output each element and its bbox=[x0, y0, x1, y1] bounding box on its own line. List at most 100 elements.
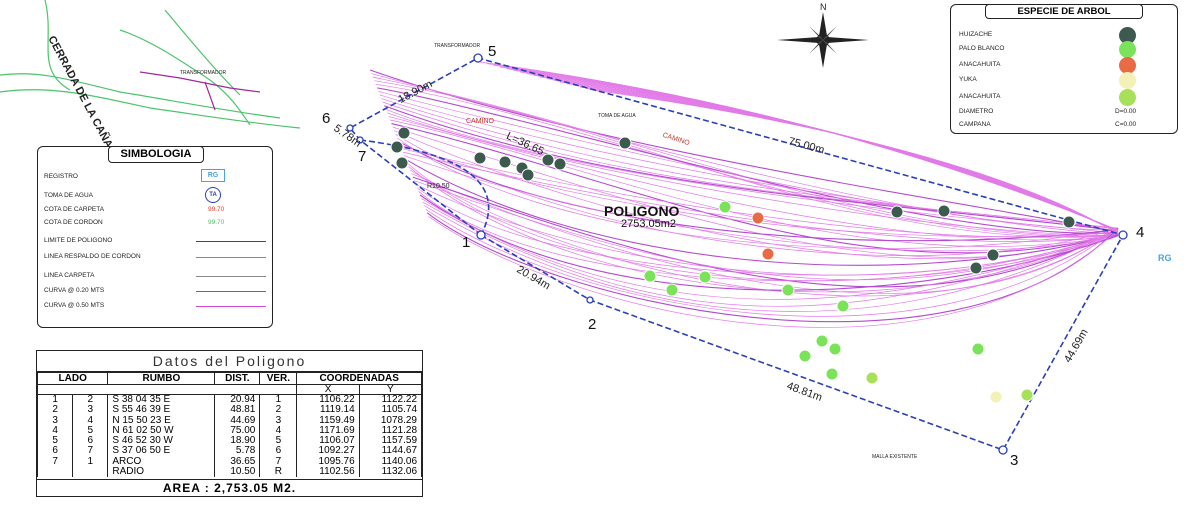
contour-line bbox=[416, 187, 1119, 276]
vertex-4: 4 bbox=[1136, 224, 1145, 241]
tree-marker-icon bbox=[521, 168, 535, 182]
vertex-markers bbox=[346, 53, 1128, 455]
tree-marker-icon bbox=[825, 367, 839, 381]
contour-lines bbox=[369, 61, 1119, 328]
contour-line bbox=[418, 191, 1119, 282]
contour-line bbox=[389, 119, 1119, 247]
tree-marker-icon bbox=[798, 349, 812, 363]
table-cell: 1121.28 bbox=[358, 425, 423, 437]
tree-marker-icon bbox=[718, 200, 732, 214]
transformer-area bbox=[139, 71, 261, 111]
contour-line bbox=[369, 69, 1119, 233]
tree-markers bbox=[390, 126, 1076, 404]
header-ver: VER. bbox=[259, 372, 298, 385]
vertex-3: 3 bbox=[1010, 452, 1019, 469]
subheader-spacer bbox=[36, 384, 298, 395]
subheader-y: Y bbox=[358, 384, 423, 395]
contour-line bbox=[422, 201, 1119, 307]
legend-label-curva-050: CURVA @ 0.50 MTS bbox=[44, 302, 105, 309]
tree-marker-icon bbox=[541, 153, 555, 167]
campana-value: C=0.00 bbox=[1115, 121, 1137, 128]
road-lines bbox=[0, 0, 301, 129]
tree-marker-icon bbox=[397, 126, 411, 140]
rg-marker-label: RG bbox=[1158, 253, 1172, 263]
tree-marker-icon bbox=[1062, 215, 1076, 229]
tree-marker-icon bbox=[618, 136, 632, 150]
anacahuita-orange-tree-icon bbox=[1119, 57, 1136, 74]
table-cell: 3 bbox=[72, 404, 109, 416]
fence-label: MALLA EXISTENTE bbox=[872, 454, 918, 460]
tree-marker-icon bbox=[473, 151, 487, 165]
vertex-1: 1 bbox=[462, 234, 471, 251]
table-cell: R bbox=[259, 466, 298, 478]
table-cell: 1122.22 bbox=[358, 394, 423, 406]
contour-line bbox=[375, 83, 1119, 237]
subheader-x: X bbox=[296, 384, 360, 395]
tree-marker-icon bbox=[815, 334, 829, 348]
tree-marker-icon bbox=[1020, 388, 1034, 402]
tree-marker-icon bbox=[761, 247, 775, 261]
table-cell: 1078.29 bbox=[358, 415, 423, 426]
header-dist: DIST. bbox=[214, 372, 261, 385]
table-cell: 1 bbox=[72, 456, 109, 468]
legend-limite-line bbox=[196, 241, 266, 242]
legend-label-cota-cordon: COTA DE CORDON bbox=[44, 219, 103, 226]
tree-marker-icon bbox=[751, 211, 765, 225]
legend-cota-cordon-value: 99.70 bbox=[208, 219, 225, 226]
tree-marker-icon bbox=[390, 140, 404, 154]
tree-marker-icon bbox=[971, 342, 985, 356]
contour-line bbox=[408, 166, 1119, 293]
species-label-yuka: YUKA bbox=[959, 76, 977, 83]
contour-line bbox=[404, 155, 1119, 252]
anacahuita-green-tree-icon bbox=[1119, 89, 1136, 106]
table-cell bbox=[36, 467, 74, 478]
transformer-label: TRANSFORMADOR bbox=[434, 43, 481, 49]
table-cell: 10.50 bbox=[214, 466, 261, 478]
contour-line bbox=[387, 112, 1119, 236]
legend-registro-symbol: RG bbox=[201, 169, 225, 182]
legend-label-respaldo: LINEA RESPALDO DE CORDON bbox=[44, 253, 141, 260]
svg-text:N: N bbox=[820, 2, 827, 12]
polygon-data-table: Datos del Poligono LADO RUMBO DIST. VER.… bbox=[36, 350, 423, 497]
table-cell: 4 bbox=[72, 415, 109, 426]
table-cell: 1105.74 bbox=[358, 404, 423, 416]
compass-rose-icon: N bbox=[777, 2, 869, 68]
polygon-data-title: Datos del Poligono bbox=[37, 351, 422, 372]
vertex-2: 2 bbox=[588, 316, 597, 333]
poligono-title: POLIGONO bbox=[604, 203, 680, 219]
contour-line bbox=[384, 105, 1119, 232]
table-cell: 1132.06 bbox=[358, 466, 423, 478]
table-cell: 1102.56 bbox=[296, 466, 360, 478]
tree-marker-icon bbox=[781, 283, 795, 297]
legend-curva-050-line bbox=[196, 306, 266, 307]
legend-label-toma-agua: TOMA DE AGUA bbox=[44, 192, 94, 199]
table-cell: 7 bbox=[72, 446, 109, 457]
tree-marker-icon bbox=[553, 157, 567, 171]
legend-label-limite: LIMITE DE POLIGONO bbox=[44, 237, 113, 244]
tree-marker-icon bbox=[890, 205, 904, 219]
contour-line bbox=[402, 151, 1119, 242]
contour-line bbox=[396, 137, 1119, 249]
contour-line bbox=[382, 101, 1119, 230]
legend-respaldo-line bbox=[196, 257, 266, 258]
contour-line bbox=[415, 183, 1119, 276]
species-label-anacahuita-1: ANACAHUITA bbox=[959, 61, 1001, 68]
tree-marker-icon bbox=[665, 283, 679, 297]
tree-species-legend: ESPECIE DE ARBOL HUIZACHE PALO BLANCO AN… bbox=[950, 4, 1178, 134]
contour-line bbox=[421, 198, 1119, 300]
transformer-label-2: TRANSFORMADOR bbox=[180, 70, 227, 76]
simbologia-legend: SIMBOLOGIA REGISTRO RG TOMA DE AGUA TA C… bbox=[37, 146, 273, 328]
table-cell: 7 bbox=[36, 456, 74, 468]
table-cell: 2 bbox=[72, 394, 109, 406]
camino-label-1: CAMINO bbox=[466, 118, 494, 125]
contour-line bbox=[385, 108, 1119, 234]
tree-marker-icon bbox=[986, 248, 1000, 262]
table-cell: 1140.06 bbox=[358, 456, 423, 468]
legend-label-cota-carpeta: COTA DE CARPETA bbox=[44, 206, 105, 213]
